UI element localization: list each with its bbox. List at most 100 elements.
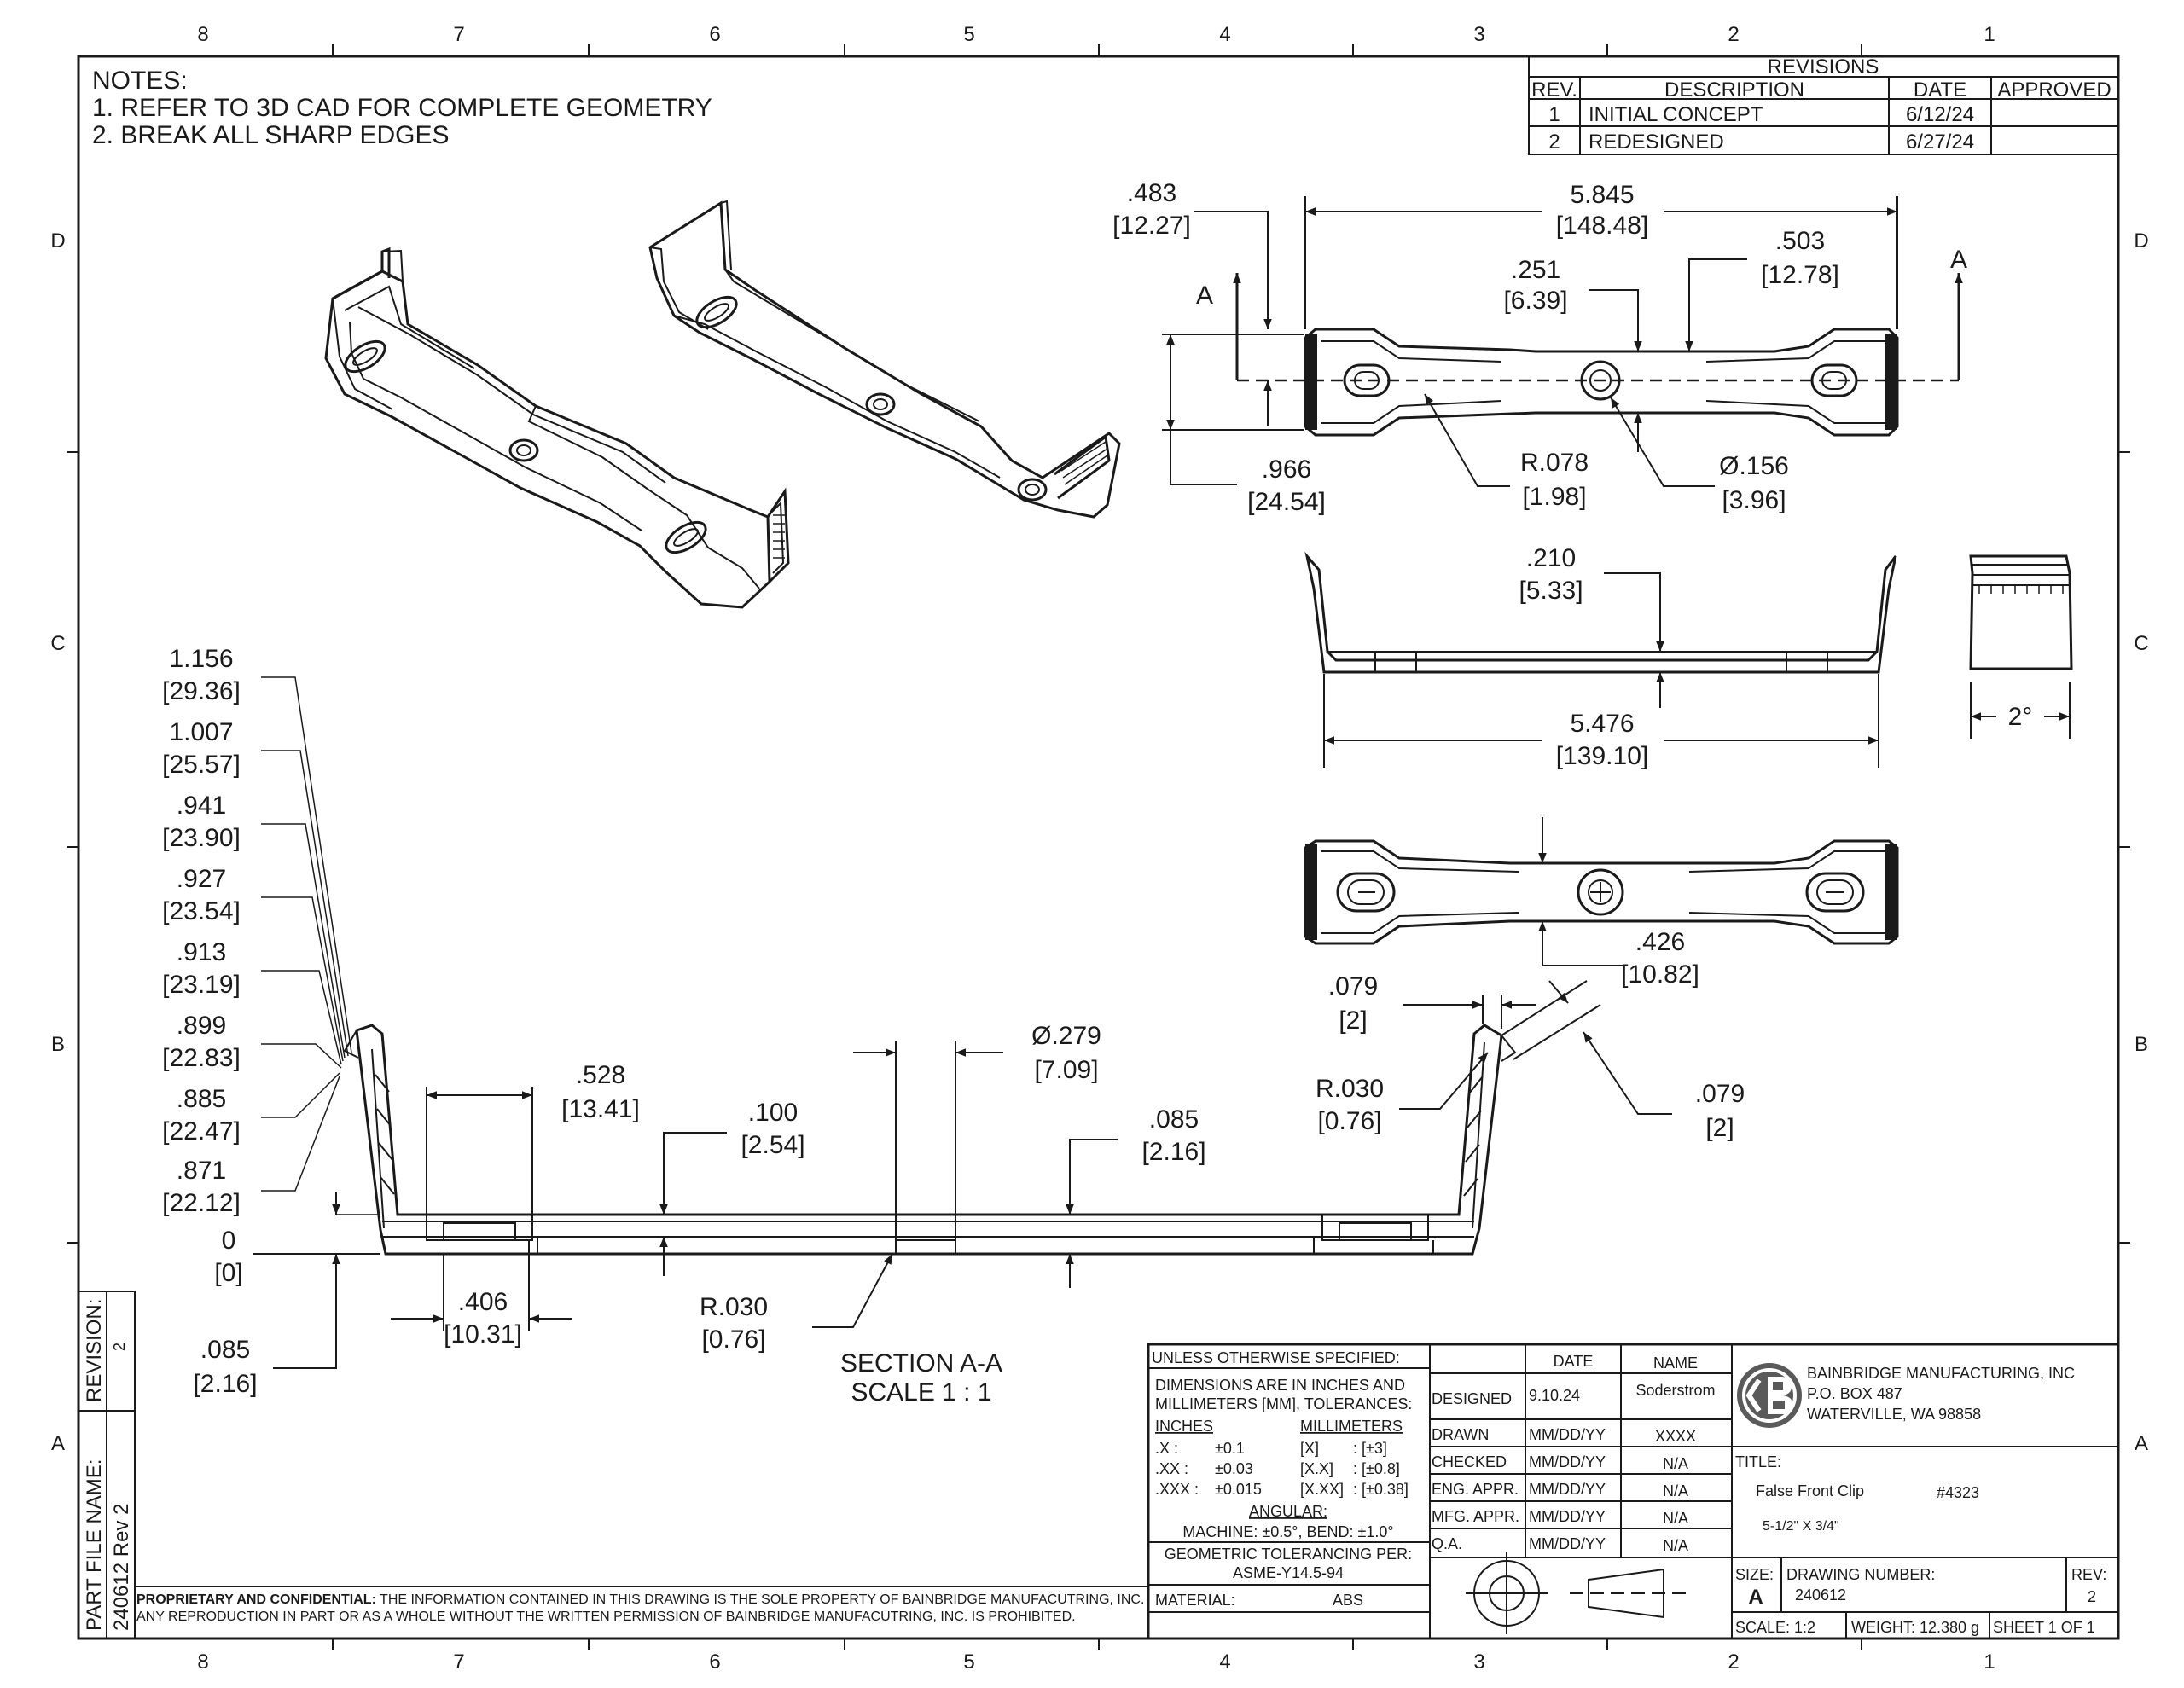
proprietary-line1: THE INFORMATION CONTAINED IN THIS DRAWIN… xyxy=(376,1592,1145,1607)
approvals-date-header: DATE xyxy=(1554,1353,1594,1370)
dim-stack-mm: [22.12] xyxy=(162,1189,241,1217)
dim-079-top-mm: [2] xyxy=(1339,1006,1367,1035)
file-name-value: 240612 Rev 2 xyxy=(110,1504,133,1631)
dim-stack-mm: [23.19] xyxy=(162,971,241,999)
drawing-number: 240612 xyxy=(1795,1586,1846,1604)
zone-col-label: 4 xyxy=(1219,1650,1230,1673)
dim-r030-right-in: R.030 xyxy=(1316,1075,1384,1103)
size-value: A xyxy=(1748,1586,1763,1609)
svg-text:PROPRIETARY AND CONFIDENTIAL:: PROPRIETARY AND CONFIDENTIAL: THE INFORM… xyxy=(136,1592,1144,1607)
dim-stack-in: .913 xyxy=(177,938,226,966)
dim-stack-in: .899 xyxy=(177,1012,226,1040)
proprietary-notice: PROPRIETARY AND CONFIDENTIAL: THE INFORM… xyxy=(135,1586,1148,1624)
file-name-label: PART FILE NAME: xyxy=(83,1459,106,1631)
dim-stack-mm: [22.47] xyxy=(162,1117,241,1146)
zone-col-label: 1 xyxy=(1984,23,1995,46)
tol-in-val: ±0.03 xyxy=(1215,1460,1253,1477)
rev-col-header: REV. xyxy=(1531,78,1577,102)
dim-210-mm: [5.33] xyxy=(1519,577,1583,605)
dim-210-in: .210 xyxy=(1526,544,1576,572)
side-view: 2° xyxy=(1969,554,2073,739)
rev-date: 6/27/24 xyxy=(1906,131,1974,154)
revision-label: REVISION: xyxy=(83,1299,106,1402)
material-value: ABS xyxy=(1333,1592,1363,1609)
rev-description: REDESIGNED xyxy=(1589,131,1724,154)
title-label: TITLE: xyxy=(1735,1453,1781,1470)
zone-row-label: D xyxy=(50,229,65,252)
part-size: 5-1/2" X 3/4" xyxy=(1763,1519,1839,1534)
approval-role: DESIGNED xyxy=(1432,1390,1512,1407)
company-city: WATERVILLE, WA 98858 xyxy=(1807,1406,1981,1423)
dim-overall-mm: [148.48] xyxy=(1556,212,1648,240)
dim-stack-in: 0 xyxy=(222,1227,236,1255)
size-label: SIZE: xyxy=(1735,1566,1774,1583)
approval-date: MM/DD/YY xyxy=(1529,1426,1606,1443)
title-block: UNLESS OTHERWISE SPECIFIED: DIMENSIONS A… xyxy=(1147,1343,2120,1640)
dim-angle: 2° xyxy=(2008,703,2033,731)
angular-label: ANGULAR: xyxy=(1249,1503,1327,1520)
dim-503-in: .503 xyxy=(1775,227,1825,255)
section-view: 1.156 [29.36] 1.007 [25.57] .941 [23.90]… xyxy=(162,645,1745,1407)
dim-426-in: .426 xyxy=(1635,928,1685,956)
dim-stack-in: .941 xyxy=(177,792,226,820)
dim-stack-mm: [23.54] xyxy=(162,897,241,925)
approval-date: MM/DD/YY xyxy=(1529,1481,1606,1498)
angular-values: MACHINE: ±0.5°, BEND: ±1.0° xyxy=(1182,1523,1393,1540)
dim-251-in: .251 xyxy=(1511,256,1560,284)
dim-r030-bottom-in: R.030 xyxy=(700,1293,768,1321)
dim-stack-mm: [25.57] xyxy=(162,751,241,779)
revision-value: 2 xyxy=(111,1343,128,1351)
dim-stack-mm: [23.90] xyxy=(162,824,241,852)
gt-line2: ASME-Y14.5-94 xyxy=(1233,1564,1344,1581)
tol-in-val: ±0.1 xyxy=(1215,1440,1245,1457)
dims-line1: DIMENSIONS ARE IN INCHES AND xyxy=(1155,1377,1405,1394)
part-title: False Front Clip xyxy=(1756,1482,1864,1499)
rev-date: 6/12/24 xyxy=(1906,103,1974,126)
tol-mm-label: [X] xyxy=(1300,1440,1319,1457)
section-scale: SCALE 1 : 1 xyxy=(851,1378,991,1407)
dim-251-mm: [6.39] xyxy=(1503,287,1567,315)
front-view: .210 [5.33] 5.476 [139.10] xyxy=(1304,544,1897,770)
tol-in-val: ±0.015 xyxy=(1215,1481,1262,1498)
zone-col-label: 2 xyxy=(1728,1650,1739,1673)
zone-col-label: 3 xyxy=(1473,23,1484,46)
dim-085-mid-in: .085 xyxy=(1149,1105,1199,1134)
dim-stack-mm: [22.83] xyxy=(162,1044,241,1072)
rev-number: 2 xyxy=(1548,131,1560,154)
dim-406-mm: [10.31] xyxy=(444,1320,522,1349)
dim-406-in: .406 xyxy=(458,1288,508,1316)
zone-row-label: B xyxy=(51,1033,65,1056)
dim-100-mm: [2.54] xyxy=(741,1131,804,1159)
dim-stack-mm: [29.36] xyxy=(162,677,241,705)
tol-mm-val: : [±3] xyxy=(1353,1440,1387,1457)
dim-100-in: .100 xyxy=(748,1099,798,1127)
approval-role: Q.A. xyxy=(1432,1535,1462,1552)
gt-line1: GEOMETRIC TOLERANCING PER: xyxy=(1165,1546,1412,1563)
zone-row-label: B xyxy=(2135,1033,2148,1056)
section-marker-left: A xyxy=(1196,281,1213,310)
zone-col-label: 8 xyxy=(197,1650,208,1673)
dim-079-top-in: .079 xyxy=(1328,972,1378,1001)
zone-col-label: 5 xyxy=(963,1650,974,1673)
tol-in-label: .X : xyxy=(1155,1440,1178,1457)
section-title: SECTION A-A xyxy=(840,1349,1002,1378)
approval-role: DRAWN xyxy=(1432,1426,1489,1443)
dim-overall-in: 5.845 xyxy=(1570,181,1634,209)
zone-ticks xyxy=(67,44,2130,1650)
zone-col-label: 6 xyxy=(709,23,720,46)
tol-mm-label: [X.XX] xyxy=(1300,1481,1344,1498)
dim-079-right-in: .079 xyxy=(1695,1080,1745,1108)
zone-row-label: C xyxy=(50,632,65,655)
dim-483-mm: [12.27] xyxy=(1112,212,1191,240)
approval-date: MM/DD/YY xyxy=(1529,1508,1606,1525)
company-address: P.O. BOX 487 xyxy=(1807,1385,1902,1402)
zone-col-label: 4 xyxy=(1219,23,1230,46)
approvals-name-header: NAME xyxy=(1653,1354,1698,1372)
approval-date: MM/DD/YY xyxy=(1529,1453,1606,1470)
zone-col-label: 3 xyxy=(1473,1650,1484,1673)
revisions-table: REVISIONS REV. DESCRIPTION DATE APPROVED… xyxy=(1528,55,2119,155)
approval-role: MFG. APPR. xyxy=(1432,1508,1519,1525)
dim-stack-in: .927 xyxy=(177,865,226,893)
tol-mm-label: [X.X] xyxy=(1300,1460,1333,1477)
